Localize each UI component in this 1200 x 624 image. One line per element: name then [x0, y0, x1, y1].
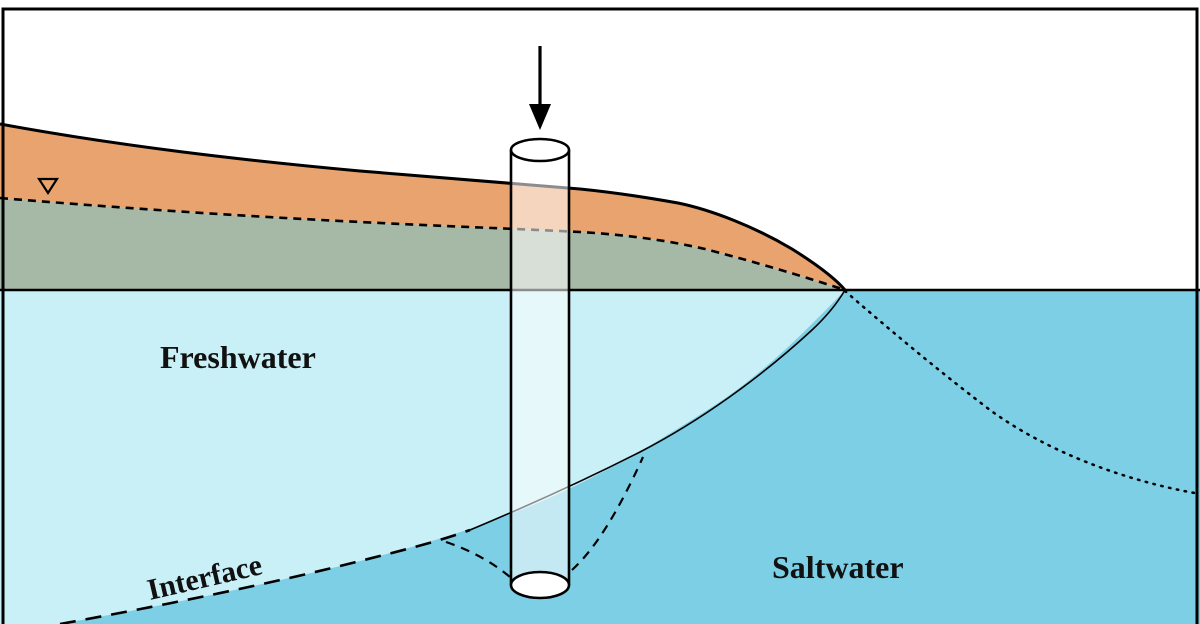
well-tube-body — [511, 150, 569, 585]
down-arrow-icon — [529, 46, 551, 130]
freshwater-label: Freshwater — [160, 339, 316, 375]
water-table-zone-region — [0, 198, 845, 290]
well-top-opening — [509, 137, 571, 163]
upconing-right-dashed-line — [571, 456, 645, 571]
saltwater-label: Saltwater — [772, 549, 904, 585]
land-region — [0, 124, 845, 290]
well — [509, 137, 571, 600]
figure-border — [1, 7, 1199, 624]
seabed-dotted-line — [843, 289, 1200, 496]
interface-line-dashed — [59, 528, 471, 624]
well-bottom-opening — [509, 570, 571, 600]
upconing-left-dashed-line — [445, 540, 511, 578]
freshwater-region — [0, 290, 845, 624]
water-table-icon — [36, 177, 60, 196]
land-surface-line — [0, 122, 847, 291]
